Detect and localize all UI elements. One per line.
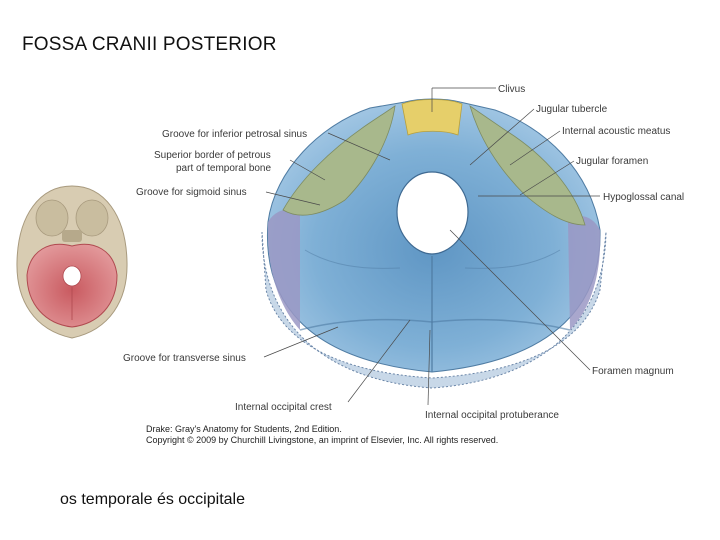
skull-thumbnail <box>17 186 127 338</box>
label-groove-sigmoid-sinus: Groove for sigmoid sinus <box>136 187 247 198</box>
label-internal-occipital-protuberance: Internal occipital protuberance <box>425 410 559 421</box>
label-groove-transverse-sinus: Groove for transverse sinus <box>123 353 246 364</box>
figure-credit-copyright: Copyright © 2009 by Churchill Livingston… <box>146 435 498 445</box>
label-jugular-tubercle: Jugular tubercle <box>536 104 608 115</box>
label-internal-occipital-crest: Internal occipital crest <box>235 402 332 413</box>
label-groove-inferior-petrosal-sinus: Groove for inferior petrosal sinus <box>162 129 307 140</box>
label-superior-border-petrous-2: part of temporal bone <box>176 163 271 174</box>
label-hypoglossal-canal: Hypoglossal canal <box>603 192 684 203</box>
label-internal-acoustic-meatus: Internal acoustic meatus <box>562 126 670 137</box>
label-clivus: Clivus <box>498 84 525 95</box>
figure-credit-source: Drake: Gray's Anatomy for Students, 2nd … <box>146 424 342 434</box>
posterior-fossa-drawing <box>262 99 606 388</box>
label-jugular-foramen: Jugular foramen <box>576 156 648 167</box>
slide-caption: os temporale és occipitale <box>60 491 245 509</box>
label-foramen-magnum: Foramen magnum <box>592 366 674 377</box>
label-superior-border-petrous-1: Superior border of petrous <box>154 150 271 161</box>
